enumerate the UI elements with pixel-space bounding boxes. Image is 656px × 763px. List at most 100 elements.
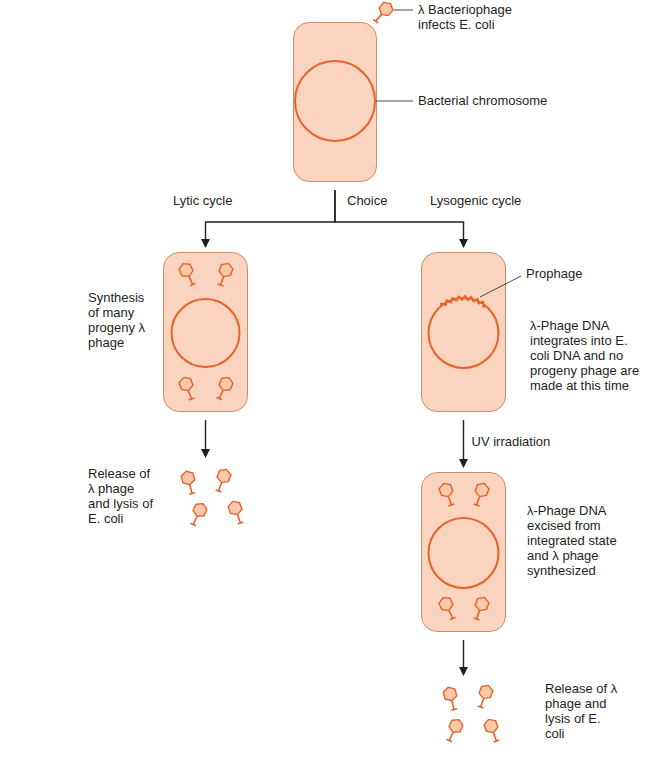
phage-head (474, 481, 490, 498)
cell-box: λ Bacteriophage infects E. coliBacterial… (293, 22, 377, 182)
phage-head (192, 501, 209, 519)
phage-icon (188, 501, 209, 527)
phage-icon (475, 683, 494, 709)
phage-baseplate (449, 504, 455, 506)
phage-icon (178, 261, 199, 287)
leader-line (394, 10, 413, 11)
phage-tail (376, 14, 382, 21)
phage-head (478, 683, 494, 700)
phage-baseplate (450, 617, 455, 620)
cell-illustration (422, 253, 507, 413)
description-text: Synthesis of many progeny λ phage (88, 290, 158, 350)
illustration-group (172, 261, 240, 401)
phage-tail (188, 391, 191, 399)
phage-head (218, 261, 234, 278)
phage-icon (471, 595, 490, 621)
phage-head (474, 595, 490, 612)
bacterial-chromosome (429, 518, 499, 588)
phage-icon (215, 261, 234, 287)
edge-label: Lysogenic cycle (430, 193, 521, 208)
phage-tail (452, 701, 454, 710)
choice-label: Choice (347, 193, 387, 208)
cell-illustration (164, 253, 249, 413)
phage-baseplate (238, 522, 244, 524)
phage-baseplate (478, 706, 484, 708)
phage-tail (477, 497, 480, 505)
phage-head (180, 470, 195, 487)
leader-line (480, 276, 521, 297)
phage-tail (221, 277, 224, 285)
phage-icon (178, 375, 197, 401)
phage-tail (237, 515, 240, 523)
phage-icon (442, 686, 460, 711)
phage-icon (483, 717, 502, 743)
phage-tail (219, 390, 223, 398)
phage-baseplate (189, 398, 195, 400)
phage-icon (180, 470, 198, 495)
cell-illustration (294, 23, 378, 183)
phage-tail (448, 497, 451, 505)
phage-head (442, 686, 457, 703)
phage-baseplate (190, 283, 195, 286)
phage-icon (371, 0, 395, 25)
arrowhead (459, 667, 468, 676)
phage-head (438, 481, 454, 498)
prophage-dna (441, 296, 486, 307)
illustration-group (429, 276, 522, 368)
cell-box: Synthesis of many progeny λ phage (163, 252, 248, 412)
phage-baseplate (451, 709, 457, 711)
release-group: Release of λ phage and lysis of E. coli (84, 462, 256, 538)
phage-baseplate (191, 523, 196, 526)
bacterial-chromosome (295, 61, 375, 141)
arrowhead (459, 459, 468, 468)
phage-icon (471, 481, 490, 507)
phage-tail (193, 516, 197, 524)
phage-baseplate (217, 397, 222, 400)
phage-baseplate (216, 490, 222, 492)
phage-icon (444, 717, 465, 743)
cell-illustration (422, 473, 507, 633)
phage-head (178, 261, 195, 279)
callout-label: Prophage (526, 266, 582, 281)
phage-tail (477, 611, 480, 619)
phage-tail (190, 485, 192, 494)
phage-head (483, 717, 499, 734)
phage-tail (481, 699, 484, 707)
arrowhead (459, 239, 468, 248)
phage-tail (219, 483, 222, 491)
illustration-group (429, 481, 499, 621)
phage-baseplate (373, 19, 378, 23)
phage-icon (214, 375, 235, 401)
phage-baseplate (189, 493, 195, 495)
phage-icon (438, 481, 457, 507)
phage-head (448, 717, 465, 735)
edge-label: Lytic cycle (173, 193, 232, 208)
arrowhead (201, 449, 210, 458)
callout-label: λ Bacteriophage infects E. coli (418, 2, 550, 32)
phage-baseplate (447, 739, 452, 742)
phage-tail (449, 732, 453, 740)
cell-box: Prophageλ-Phage DNA integrates into E. c… (421, 252, 506, 412)
arrowhead (201, 239, 210, 248)
illustration-group (295, 0, 413, 141)
bacterial-chromosome (429, 298, 499, 368)
phage-baseplate (474, 618, 480, 620)
bacterial-chromosome (172, 299, 240, 367)
phage-head (227, 499, 243, 516)
description-text: Release of λ phage and lysis of E. coli (88, 466, 156, 526)
release-group: Release of λ phage and lysis of E. coli (432, 680, 622, 752)
phage-icon (227, 499, 246, 525)
phage-tail (449, 610, 453, 618)
cell-box: λ-Phage DNA excised from integrated stat… (421, 472, 506, 632)
phage-head (377, 0, 395, 18)
phage-head (218, 375, 235, 393)
leader-line (376, 101, 413, 102)
phage-head (216, 467, 232, 484)
phage-baseplate (218, 284, 224, 286)
phage-icon (213, 467, 232, 493)
phage-head (438, 595, 455, 613)
phage-tail (189, 276, 193, 284)
edge-label: UV irradiation (472, 434, 551, 449)
description-text: Bacterial chromosome (418, 93, 547, 108)
